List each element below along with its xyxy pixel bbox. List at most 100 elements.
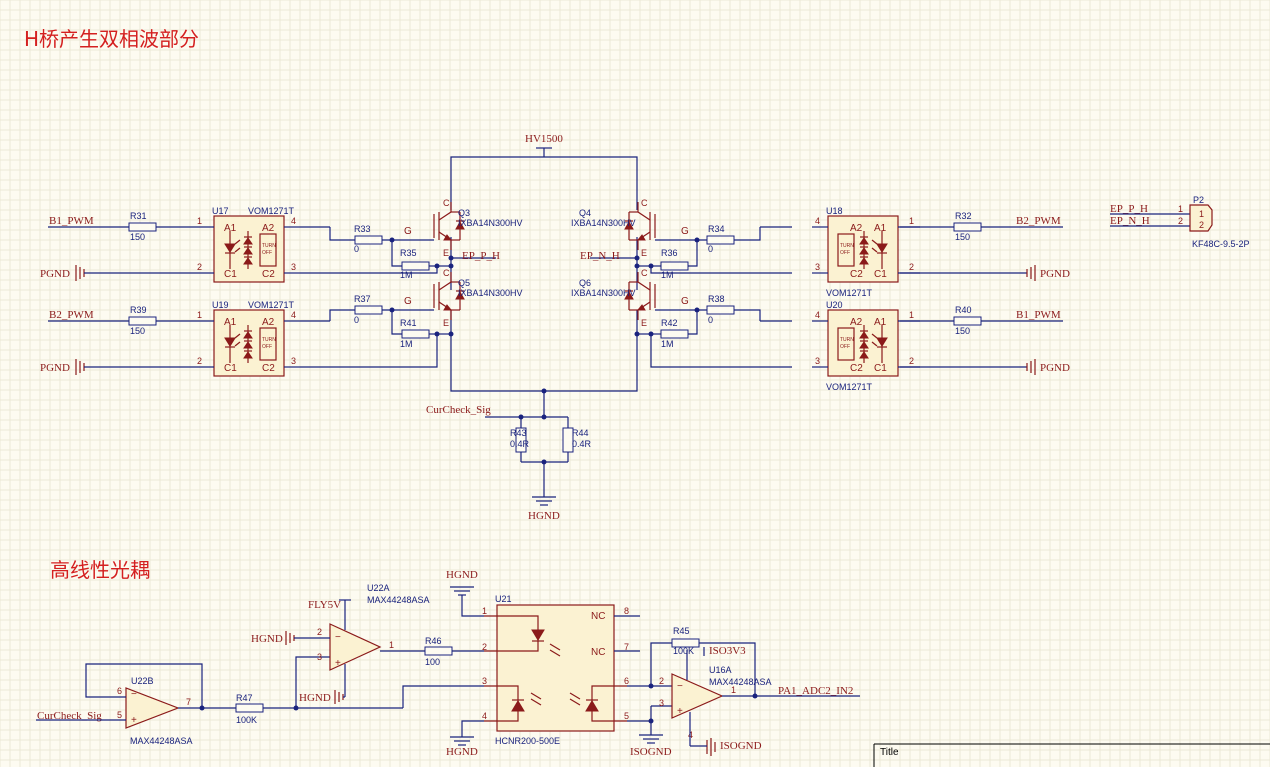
hbridge-section-title: H桥产生双相波部分 xyxy=(24,27,199,51)
hgnd-u21-bottom: HGND xyxy=(446,746,478,758)
svg-text:0: 0 xyxy=(354,315,359,325)
svg-text:R45: R45 xyxy=(673,626,690,636)
resistor-r39[interactable] xyxy=(128,316,157,326)
svg-text:U21: U21 xyxy=(495,594,512,604)
svg-text:MAX44248ASA: MAX44248ASA xyxy=(709,677,772,687)
svg-text:R42: R42 xyxy=(661,318,678,328)
svg-text:1: 1 xyxy=(1178,204,1183,214)
svg-text:Q4: Q4 xyxy=(579,208,591,218)
svg-text:KF48C-9.5-2P: KF48C-9.5-2P xyxy=(1192,239,1250,249)
svg-text:U22A: U22A xyxy=(367,583,390,593)
svg-text:4: 4 xyxy=(482,711,487,721)
svg-text:1: 1 xyxy=(197,216,202,226)
resistor-r37[interactable] xyxy=(354,305,383,315)
svg-text:2: 2 xyxy=(482,642,487,652)
svg-text:2: 2 xyxy=(909,262,914,272)
svg-text:C2: C2 xyxy=(850,269,863,280)
svg-text:R47: R47 xyxy=(236,693,253,703)
svg-text:1M: 1M xyxy=(661,339,674,349)
ep-p-h-label: EP_P_H xyxy=(462,250,500,262)
svg-text:7: 7 xyxy=(624,642,629,652)
svg-text:TURN: TURN xyxy=(840,243,854,249)
hbridge-power-rail: HV1500 CurCheck_Sig HGND xyxy=(426,133,638,522)
svg-text:0: 0 xyxy=(708,315,713,325)
svg-text:C1: C1 xyxy=(224,363,237,374)
right-driver-bottom: B1_PWM R40 150 PGND R38 0 R42 1M xyxy=(634,294,1070,375)
opamp-u22b[interactable]: U22B MAX44248ASA − + 6 5 7 xyxy=(117,676,193,746)
svg-text:A2: A2 xyxy=(262,317,275,328)
connector-p2[interactable]: EP_P_H EP_N_H 1 2 P2 1 2 KF48C-9.5-2P xyxy=(1110,195,1250,249)
shunt-resistor-r43[interactable]: R43 0.4R xyxy=(510,427,530,453)
shunt-resistor-r44[interactable]: R44 0.4R xyxy=(562,427,592,453)
right-driver-top: B2_PWM R32 150 PGND R34 0 R36 1M EP_N_H xyxy=(580,211,1070,281)
svg-text:100K: 100K xyxy=(673,646,694,656)
svg-text:U22B: U22B xyxy=(131,676,154,686)
svg-text:IXBA14N300HV: IXBA14N300HV xyxy=(458,218,523,228)
resistor-r35[interactable] xyxy=(401,261,430,271)
pgnd-right-bottom: PGND xyxy=(1040,362,1070,374)
svg-text:A2: A2 xyxy=(850,223,863,234)
resistor-r31[interactable] xyxy=(128,222,157,232)
svg-text:NC: NC xyxy=(591,611,605,622)
opamp-u16a[interactable]: U16A MAX44248ASA − + 2 3 1 4 xyxy=(659,665,772,740)
svg-text:R41: R41 xyxy=(400,318,417,328)
resistor-r41[interactable] xyxy=(401,329,430,339)
resistor-r33[interactable] xyxy=(354,235,383,245)
svg-text:100K: 100K xyxy=(236,715,257,725)
svg-text:C2: C2 xyxy=(262,269,275,280)
resistor-r46[interactable] xyxy=(424,646,453,656)
resistor-r47[interactable] xyxy=(235,703,264,713)
svg-text:C1: C1 xyxy=(874,269,887,280)
svg-text:OFF: OFF xyxy=(262,344,272,350)
hgnd-label-hbridge: HGND xyxy=(528,510,560,522)
svg-text:OFF: OFF xyxy=(840,250,850,256)
resistor-r36[interactable] xyxy=(660,261,689,271)
svg-text:2: 2 xyxy=(659,676,664,686)
svg-text:R38: R38 xyxy=(708,294,725,304)
svg-text:6: 6 xyxy=(117,686,122,696)
resistor-r32[interactable] xyxy=(953,222,982,232)
iso3v3-label: ISO3V3 xyxy=(709,645,746,657)
svg-text:R44: R44 xyxy=(572,428,589,438)
svg-text:150: 150 xyxy=(130,232,145,242)
svg-text:E: E xyxy=(443,248,449,258)
svg-text:U20: U20 xyxy=(826,300,843,310)
b2-pwm-input-right: B2_PWM xyxy=(1016,215,1061,227)
svg-text:HCNR200-500E: HCNR200-500E xyxy=(495,736,560,746)
linear-optocoupler-section-title: 高线性光耦 xyxy=(50,558,150,582)
svg-text:Q5: Q5 xyxy=(458,278,470,288)
svg-text:R40: R40 xyxy=(955,305,972,315)
svg-text:C: C xyxy=(641,198,648,208)
svg-text:6: 6 xyxy=(624,676,629,686)
ep-p-h-connector-label: EP_P_H xyxy=(1110,203,1148,215)
svg-text:7: 7 xyxy=(186,697,191,707)
resistor-r42[interactable] xyxy=(660,329,689,339)
svg-text:E: E xyxy=(443,318,449,328)
resistor-r40[interactable] xyxy=(953,316,982,326)
fly5v-label: FLY5V xyxy=(308,599,341,611)
svg-text:3: 3 xyxy=(291,356,296,366)
svg-text:2: 2 xyxy=(197,356,202,366)
resistor-r34[interactable] xyxy=(706,235,735,245)
svg-text:P2: P2 xyxy=(1193,195,1204,205)
left-driver-bottom: B2_PWM R39 150 PGND R37 0 R41 1M xyxy=(40,294,454,375)
resistor-r38[interactable] xyxy=(706,305,735,315)
svg-text:IXBA14N300HV: IXBA14N300HV xyxy=(458,288,523,298)
hv1500-label: HV1500 xyxy=(525,133,563,145)
b2-pwm-input-left: B2_PWM xyxy=(49,309,94,321)
linear-optocoupler-u21[interactable]: U21 HCNR200-500E 1 2 3 4 8 7 6 5 NC NC xyxy=(482,594,640,746)
svg-text:5: 5 xyxy=(117,710,122,720)
svg-text:1M: 1M xyxy=(661,270,674,280)
opamp-u22a[interactable]: U22A MAX44248ASA − + 2 3 1 xyxy=(317,583,430,671)
svg-text:Q6: Q6 xyxy=(579,278,591,288)
svg-text:2: 2 xyxy=(1199,220,1204,230)
